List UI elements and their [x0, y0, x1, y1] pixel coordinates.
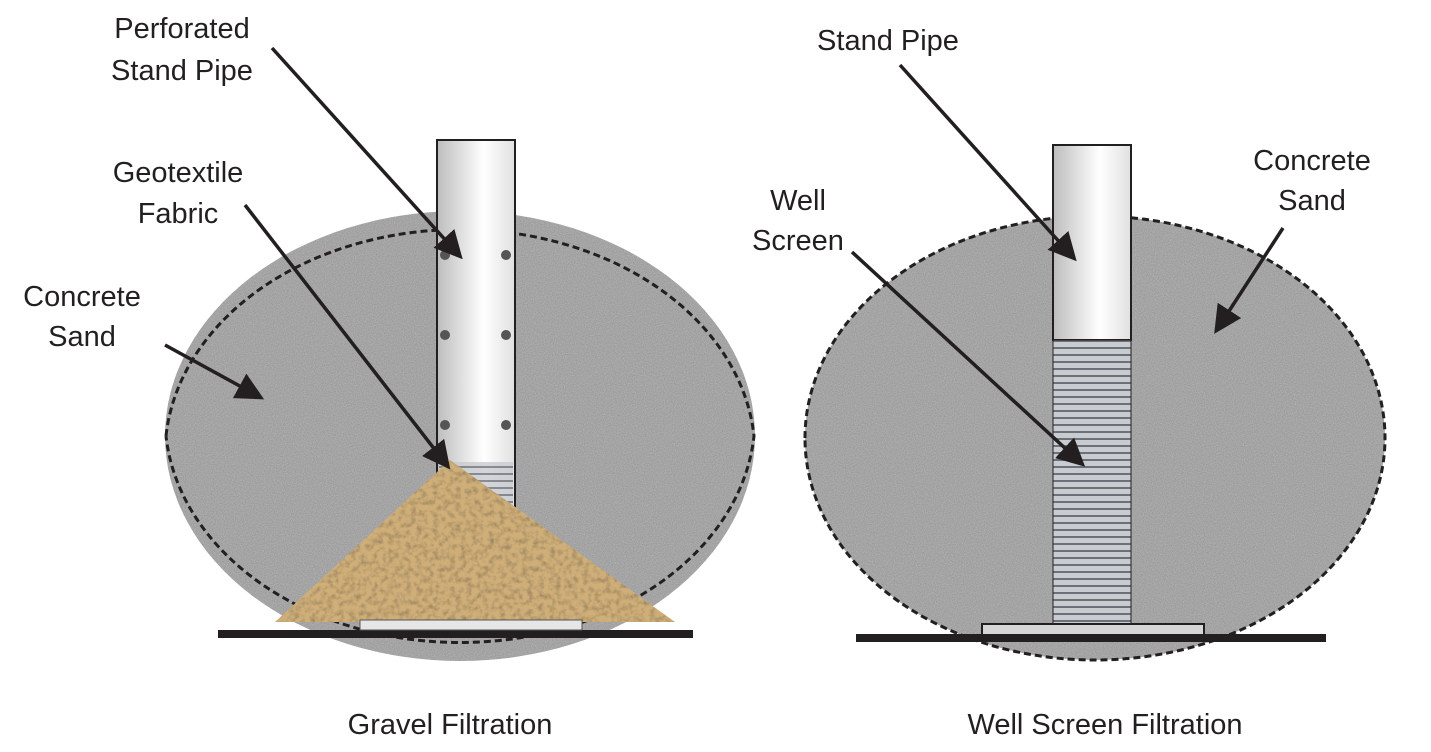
- gravel-pile: [275, 460, 675, 622]
- title-gravel-filtration: Gravel Filtration: [348, 709, 553, 741]
- label-perforated-2: Stand Pipe: [111, 55, 253, 87]
- stand-pipe: [1052, 144, 1132, 341]
- arrow-perforated-pipe: [270, 46, 463, 260]
- label-well-screen-2: Screen: [752, 225, 844, 257]
- arrow-geotextile: [243, 203, 451, 470]
- label-geotextile-2: Fabric: [138, 198, 219, 230]
- label-standpipe: Stand Pipe: [817, 25, 959, 57]
- arrow-left-sand: [164, 343, 265, 400]
- arrow-right-standpipe: [898, 63, 1077, 262]
- arrow-well-screen: [850, 250, 1086, 467]
- base-plate: [359, 619, 583, 631]
- arrow-right-sand: [1214, 227, 1285, 334]
- label-right-sand-2: Sand: [1278, 185, 1346, 217]
- well-screen-filtration-figure: [803, 144, 1387, 662]
- base-plate: [981, 623, 1205, 636]
- label-right-sand: Concrete: [1253, 145, 1371, 177]
- pipe-perforations: [440, 250, 511, 430]
- title-well-screen-filtration: Well Screen Filtration: [967, 709, 1242, 741]
- ground-line: [218, 630, 693, 638]
- label-left-sand: Concrete: [23, 281, 141, 313]
- ground-line: [856, 634, 1326, 642]
- label-well-screen: Well: [770, 185, 826, 217]
- label-perforated: Perforated: [114, 13, 249, 45]
- sand-dashed-outline: [803, 214, 1387, 662]
- gravel-filtration-figure: [164, 139, 756, 661]
- well-screen: [1052, 339, 1132, 626]
- label-left-sand-2: Sand: [48, 321, 116, 353]
- callout-arrows: [164, 46, 1285, 470]
- label-geotextile: Geotextile: [113, 157, 244, 189]
